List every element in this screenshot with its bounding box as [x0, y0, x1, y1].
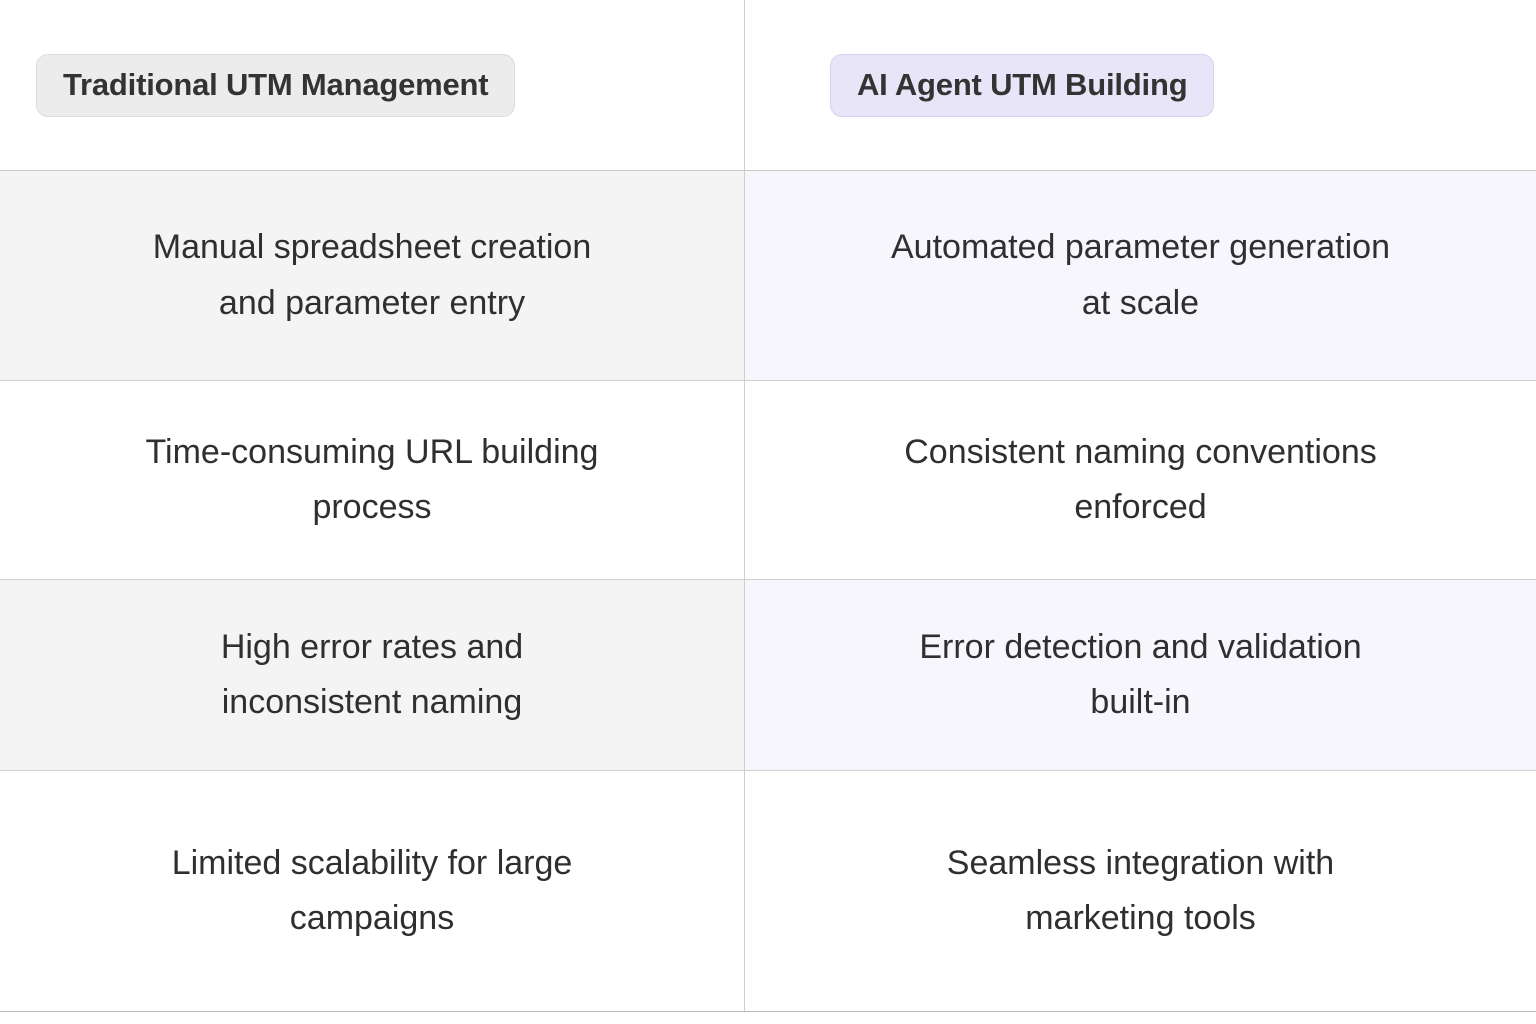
cell-ai-agent-2: Consistent naming conventions enforced	[745, 381, 1536, 579]
cell-traditional-3: High error rates and inconsistent naming	[0, 580, 745, 770]
table-row: Time-consuming URL building process Cons…	[0, 381, 1536, 580]
cell-text: Manual spreadsheet creation and paramete…	[152, 228, 592, 322]
table-row: Limited scalability for large campaigns …	[0, 771, 1536, 1012]
header-cell-traditional: Traditional UTM Management	[0, 0, 745, 170]
column-header-badge-traditional: Traditional UTM Management	[36, 53, 516, 117]
table-row: High error rates and inconsistent naming…	[0, 580, 1536, 771]
cell-text: Limited scalability for large campaigns	[171, 843, 573, 937]
cell-ai-agent-3: Error detection and validation built-in	[745, 580, 1536, 770]
cell-text: Seamless integration with marketing tool…	[946, 843, 1335, 937]
cell-ai-agent-1: Automated parameter generation at scale	[745, 171, 1536, 380]
cell-ai-agent-4: Seamless integration with marketing tool…	[745, 771, 1536, 1011]
cell-text: Automated parameter generation at scale	[891, 228, 1390, 322]
cell-text: Error detection and validation built-in	[919, 627, 1362, 721]
cell-traditional-1: Manual spreadsheet creation and paramete…	[0, 171, 745, 380]
cell-traditional-2: Time-consuming URL building process	[0, 381, 745, 579]
header-cell-ai-agent: AI Agent UTM Building	[745, 0, 1536, 170]
column-header-badge-ai-agent: AI Agent UTM Building	[830, 53, 1215, 117]
table-header-row: Traditional UTM Management AI Agent UTM …	[0, 0, 1536, 171]
table-row: Manual spreadsheet creation and paramete…	[0, 171, 1536, 381]
cell-traditional-4: Limited scalability for large campaigns	[0, 771, 745, 1011]
cell-text: High error rates and inconsistent naming	[220, 627, 524, 721]
cell-text: Consistent naming conventions enforced	[904, 432, 1377, 526]
cell-text: Time-consuming URL building process	[145, 432, 599, 526]
